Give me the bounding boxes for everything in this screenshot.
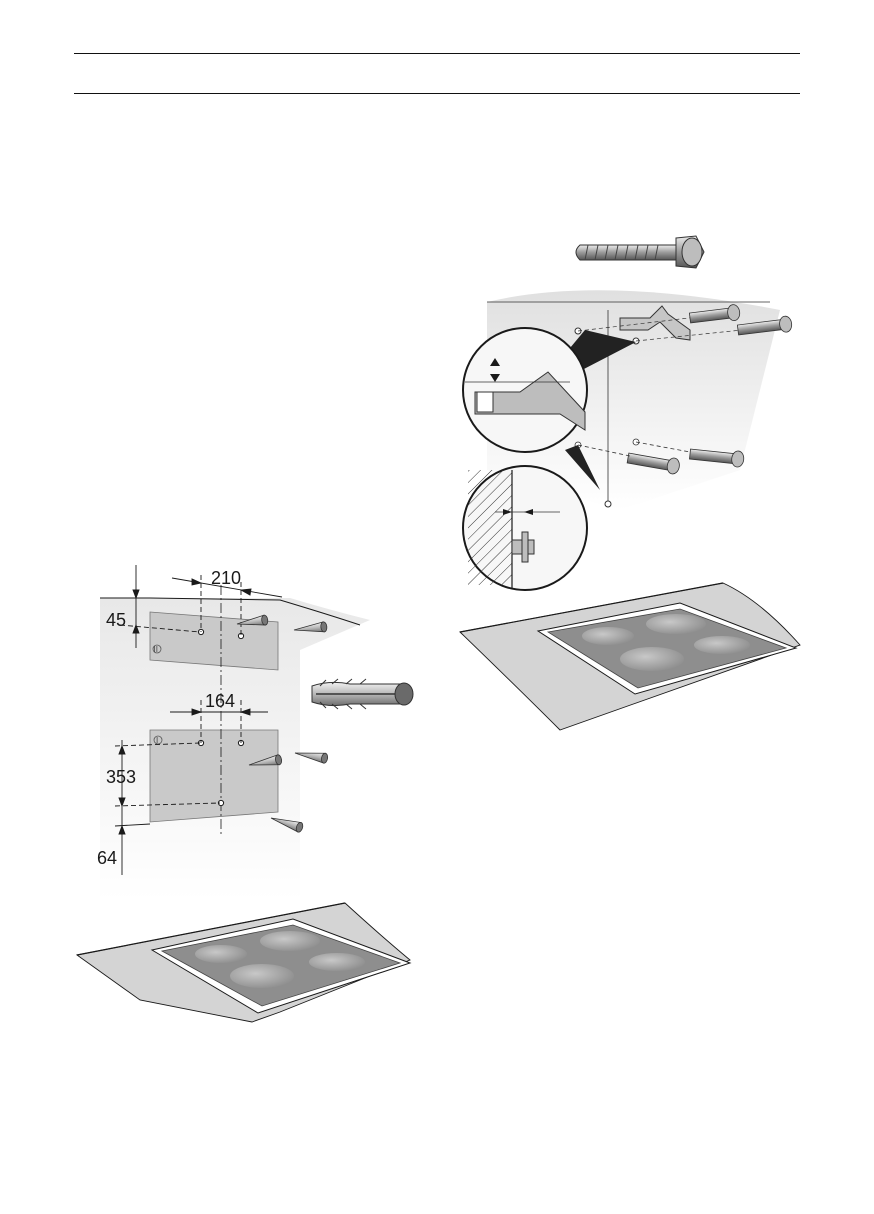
worktop-with-hob-right: [460, 583, 800, 730]
hex-screw: [576, 236, 704, 268]
